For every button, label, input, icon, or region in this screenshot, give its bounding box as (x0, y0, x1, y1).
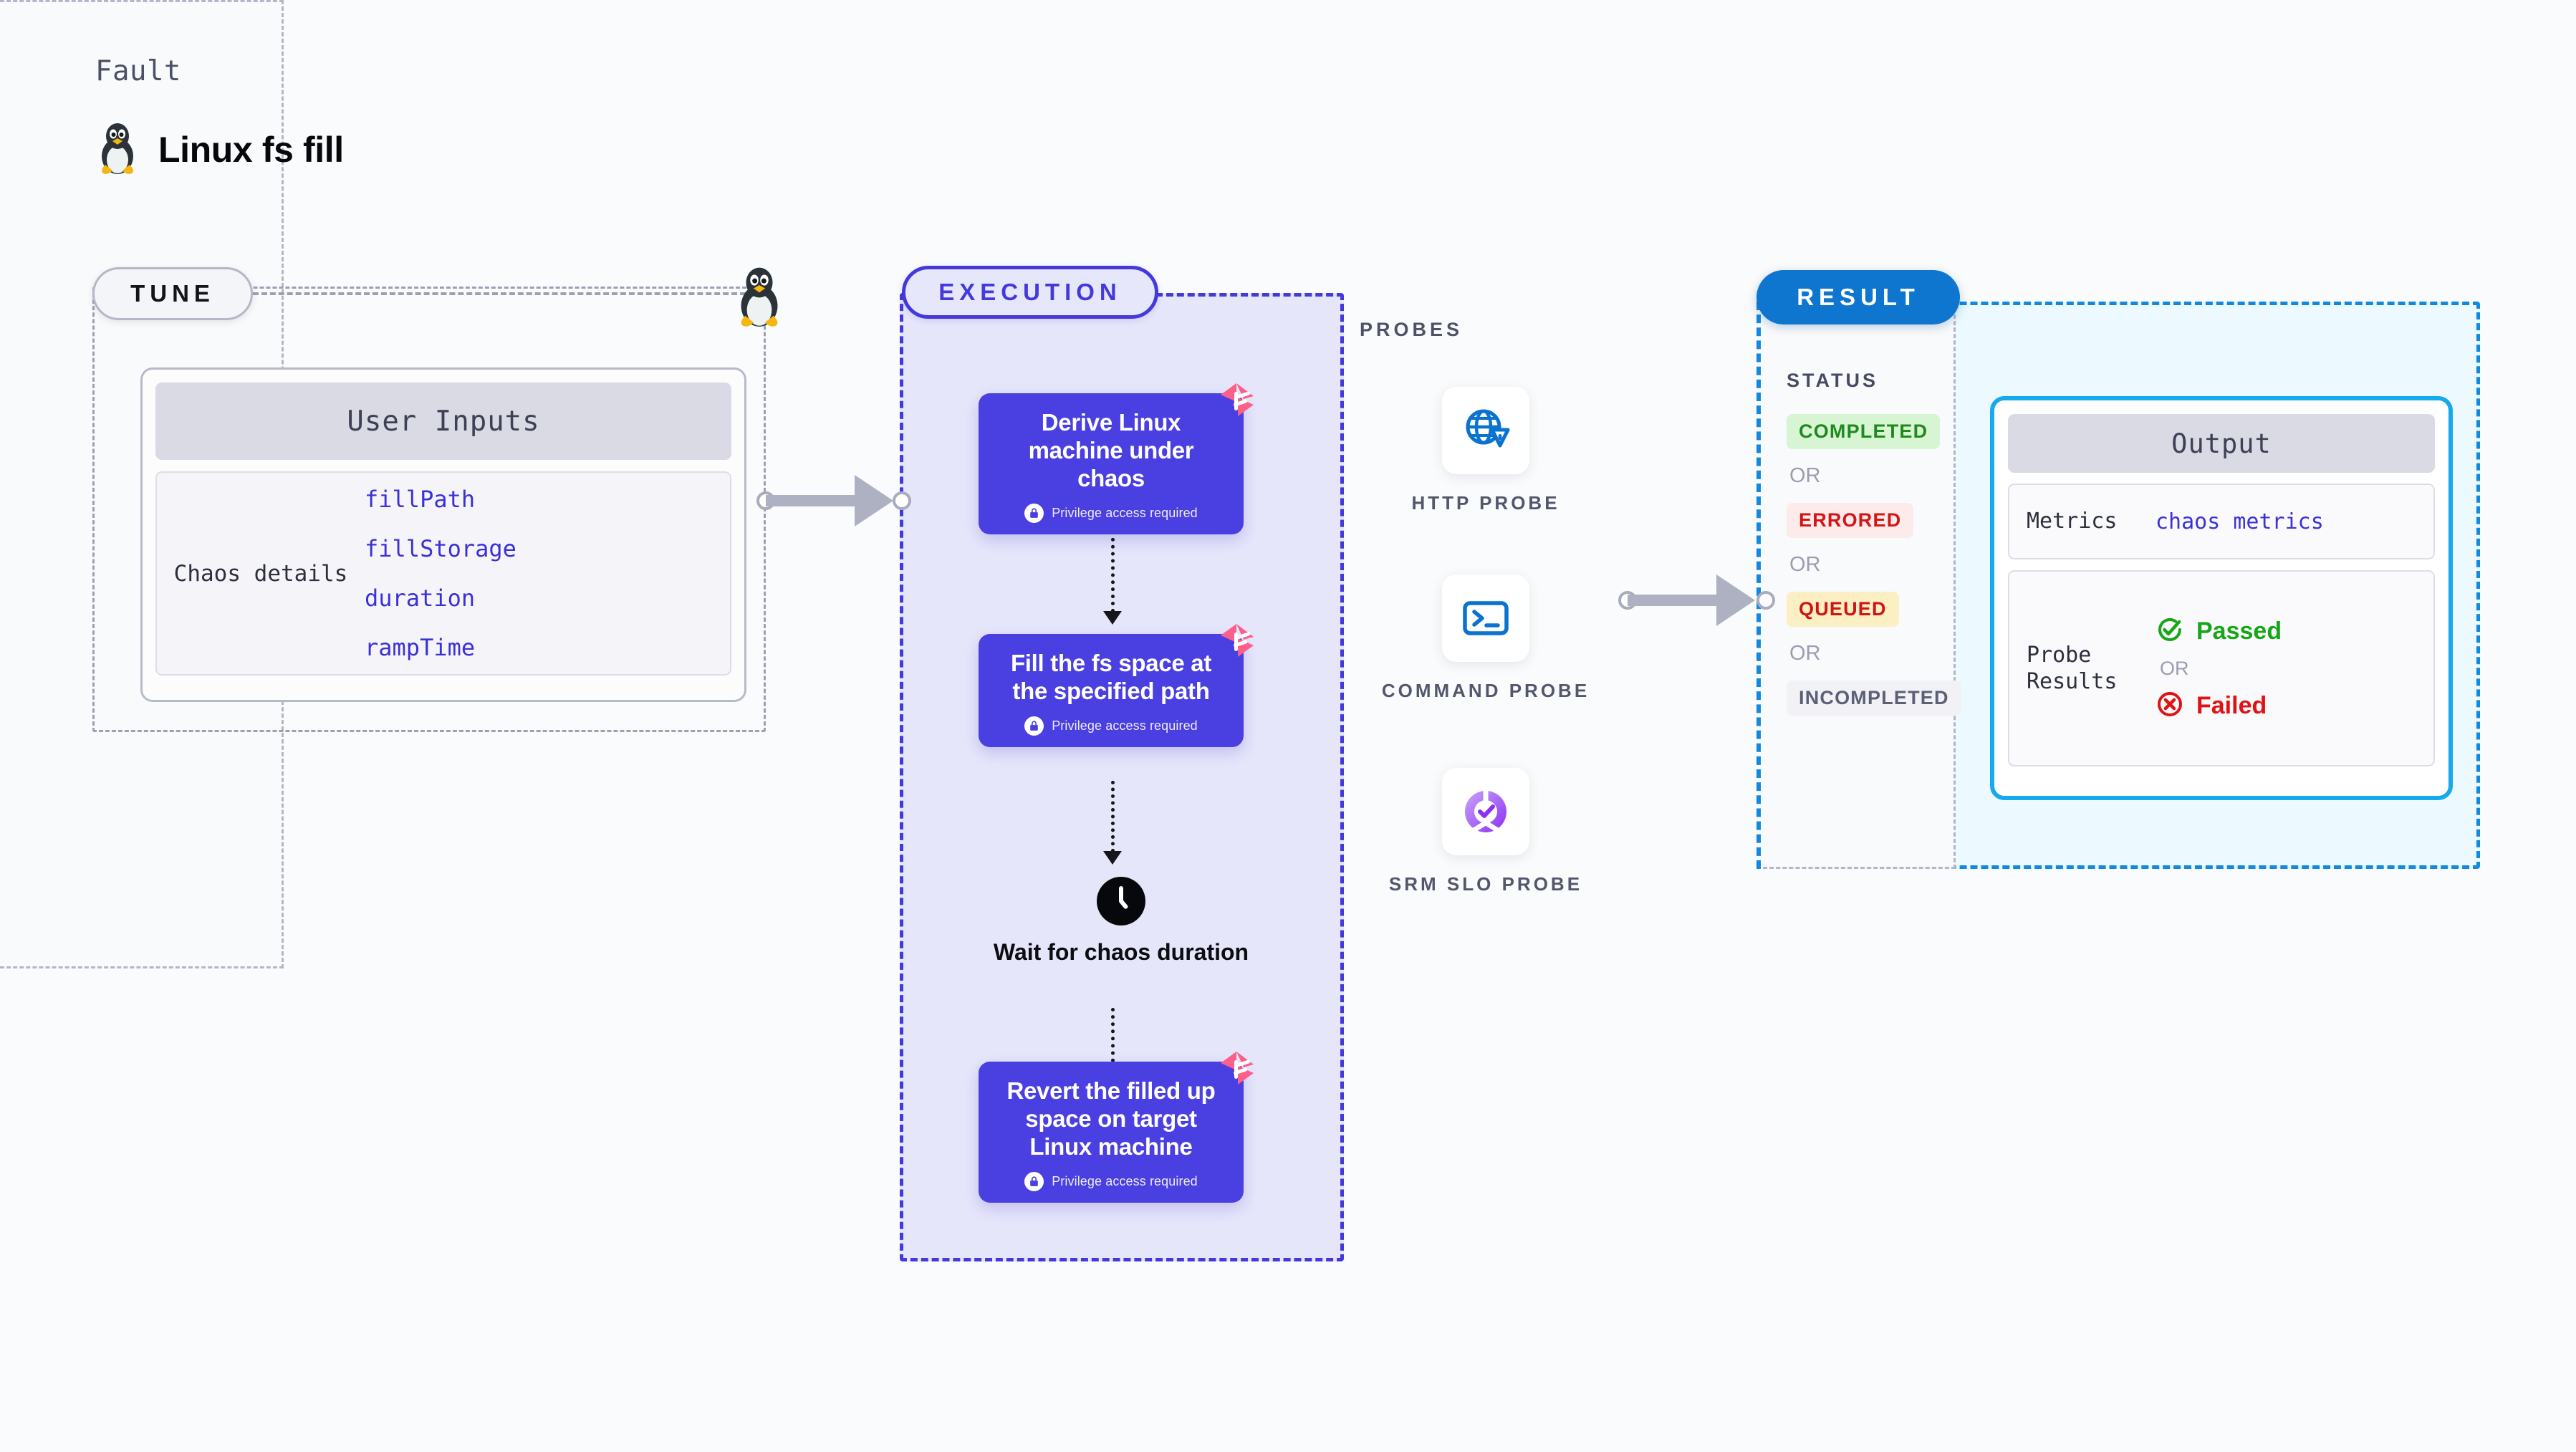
status-title: STATUS (1787, 370, 1878, 391)
fault-title-row: Linux fs fill (95, 120, 344, 178)
probe-results-key: Probe Results (2027, 642, 2118, 695)
linux-penguin-icon (728, 264, 791, 327)
chaos-details-box: Chaos details fillPath fillStorage durat… (155, 471, 731, 675)
probe-result-passed: Passed (2156, 615, 2282, 648)
tune-penguin-connector (253, 292, 746, 295)
metrics-key: Metrics (2027, 509, 2118, 534)
check-circle-icon (2156, 615, 2184, 648)
page-title: Linux fs fill (158, 129, 344, 170)
probe-result-failed-label: Failed (2196, 691, 2267, 719)
connector-end-dot (1756, 591, 1775, 610)
status-badge-queued: QUEUED (1787, 592, 1899, 627)
user-inputs-card: User Inputs Chaos details fillPath fillS… (140, 367, 746, 702)
lock-icon (1024, 1171, 1044, 1191)
harness-logo-icon (1215, 1046, 1259, 1090)
lock-icon (1024, 716, 1044, 736)
probe-label: SRM SLO PROBE (1388, 873, 1583, 895)
connector-line (766, 495, 866, 506)
status-or-label: OR (1789, 642, 1821, 665)
result-pill[interactable]: RESULT (1756, 270, 1960, 324)
privilege-note: Privilege access required (993, 716, 1229, 736)
result-status-column (1756, 302, 1956, 869)
probe-result-passed-label: Passed (2196, 617, 2282, 645)
output-header: Output (2008, 414, 2435, 473)
linux-penguin-icon (95, 120, 140, 178)
wait-for-chaos-duration-label: Wait for chaos duration (993, 939, 1249, 965)
status-or-label: OR (1789, 553, 1821, 576)
probe-http[interactable]: HTTP PROBE (1378, 387, 1593, 516)
status-or-label: OR (1789, 464, 1821, 487)
privilege-text: Privilege access required (1052, 718, 1198, 733)
privilege-text: Privilege access required (1052, 1173, 1198, 1188)
execution-pill[interactable]: EXECUTION (902, 266, 1158, 319)
status-badge-completed: COMPLETED (1787, 414, 1941, 449)
execution-step-derive[interactable]: Derive Linux machine under chaos Privile… (979, 383, 1254, 534)
clock-icon (1095, 875, 1147, 927)
chaos-details-label: Chaos details (173, 560, 348, 587)
output-probe-results-row: Probe Results Passed OR (2008, 570, 2435, 766)
srm-slo-icon (1442, 768, 1529, 855)
execution-step-title: Derive Linux machine under chaos (1028, 409, 1194, 491)
output-card: Output Metrics chaos metrics Probe Resul… (1990, 396, 2453, 800)
execution-step-title: Revert the filled up space on target Lin… (1006, 1077, 1216, 1160)
privilege-text: Privilege access required (1052, 505, 1198, 520)
lock-icon (1024, 503, 1044, 523)
probe-result-or-label: OR (2160, 657, 2189, 679)
status-list: COMPLETED OR ERRORED OR QUEUED OR INCOMP… (1787, 414, 1961, 716)
probe-label: COMMAND PROBE (1381, 680, 1590, 701)
connector-line (1628, 595, 1728, 606)
execution-step-title: Fill the fs space at the specified path (1010, 650, 1212, 704)
terminal-icon (1442, 574, 1529, 662)
fault-kicker-label: Fault (95, 55, 181, 87)
probe-label: HTTP PROBE (1411, 492, 1560, 514)
tune-pill[interactable]: TUNE (92, 267, 253, 320)
output-metrics-row: Metrics chaos metrics (2008, 484, 2435, 559)
globe-warning-icon (1442, 387, 1529, 474)
chaos-param-fillpath[interactable]: fillPath (365, 486, 476, 513)
user-inputs-header: User Inputs (155, 383, 731, 460)
harness-logo-icon (1215, 618, 1259, 663)
connector-end-dot (893, 491, 911, 510)
result-panel-left-edge (1756, 302, 1761, 869)
chaos-param-duration[interactable]: duration (365, 585, 476, 612)
privilege-note: Privilege access required (993, 503, 1229, 523)
execution-step-revert[interactable]: Revert the filled up space on target Lin… (979, 1052, 1254, 1203)
probe-results-values: Passed OR Failed (2156, 615, 2282, 722)
chaos-params-list: fillPath fillStorage duration rampTime (365, 486, 516, 661)
metrics-value-link[interactable]: chaos metrics (2156, 509, 2324, 534)
execution-step-fill[interactable]: Fill the fs space at the specified path … (979, 624, 1254, 747)
chaos-param-fillstorage[interactable]: fillStorage (365, 535, 516, 562)
x-circle-icon (2156, 690, 2184, 722)
status-badge-errored: ERRORED (1787, 503, 1914, 538)
connector-arrowhead (855, 475, 893, 527)
connector-arrowhead (1716, 574, 1755, 626)
status-badge-incompleted: INCOMPLETED (1787, 681, 1961, 716)
harness-logo-icon (1215, 378, 1259, 422)
privilege-note: Privilege access required (993, 1171, 1229, 1191)
chaos-param-ramptime[interactable]: rampTime (365, 634, 476, 661)
probes-title: PROBES (1360, 319, 1464, 340)
probe-command[interactable]: COMMAND PROBE (1378, 574, 1593, 703)
probe-srm-slo[interactable]: SRM SLO PROBE (1378, 768, 1593, 897)
probe-result-failed: Failed (2156, 690, 2282, 722)
